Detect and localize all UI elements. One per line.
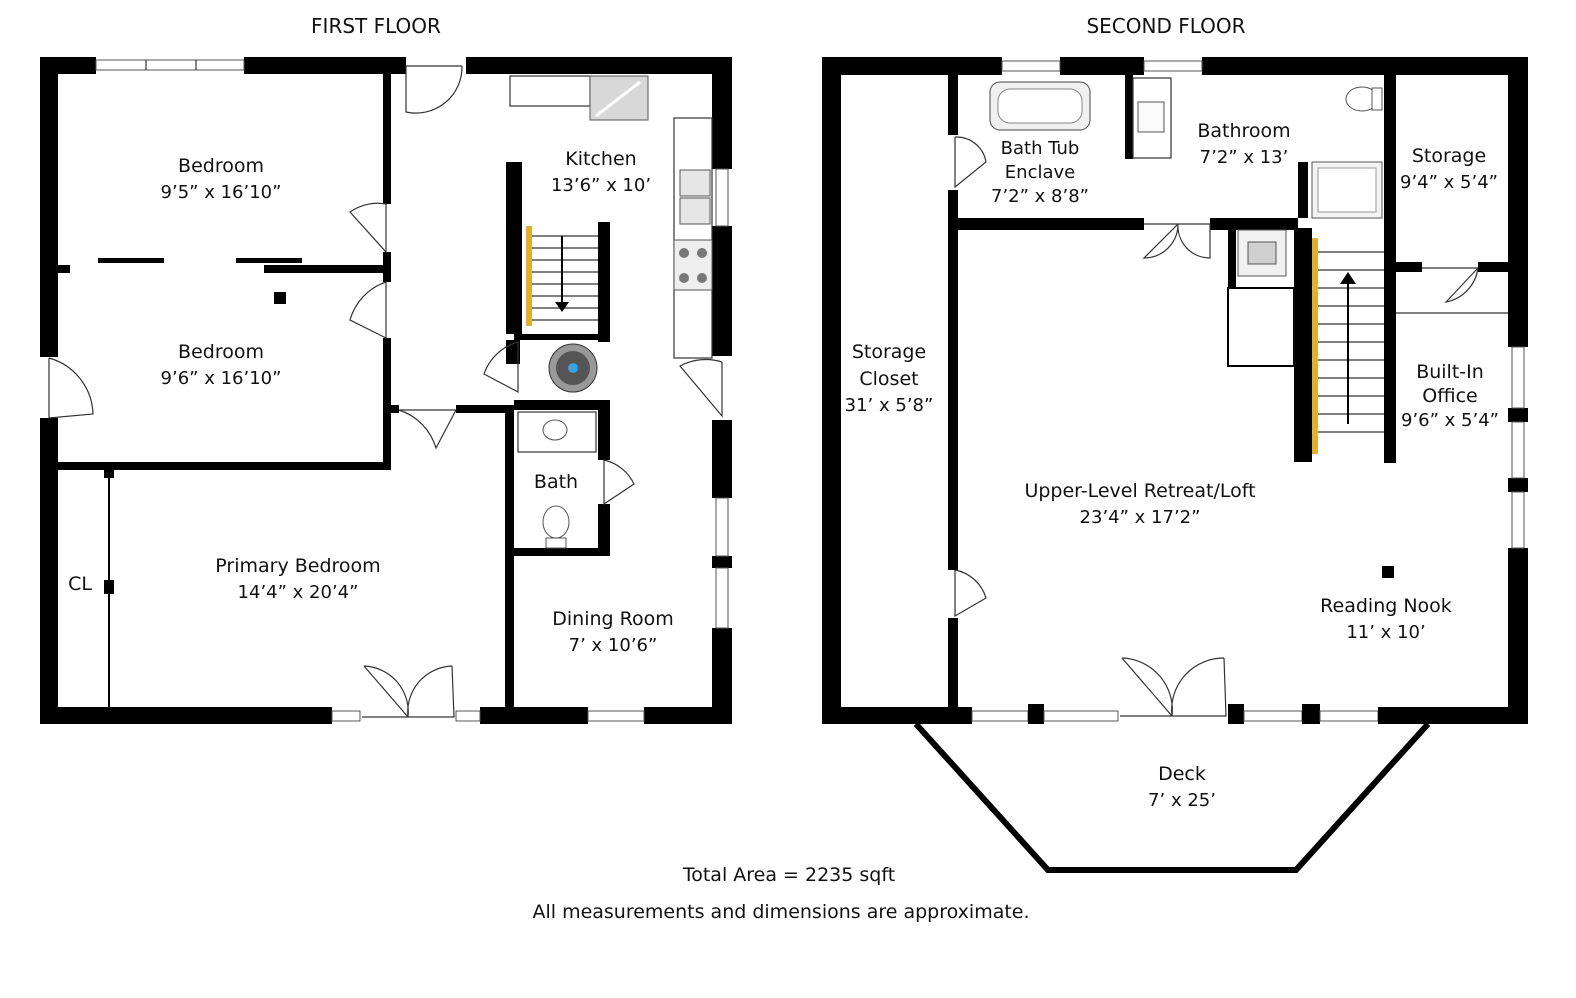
primary-bedroom-label: Primary Bedroom	[215, 555, 380, 577]
deck-label: Deck	[1158, 763, 1206, 785]
first-floor-staircase	[526, 226, 598, 326]
built-in-office-label-line2: Office	[1422, 385, 1477, 407]
reading-nook-label: Reading Nook	[1320, 595, 1452, 617]
bath-tub-enclave-label-line2: Enclave	[1005, 162, 1075, 183]
dining-room-label: Dining Room	[552, 608, 673, 630]
loft-label: Upper-Level Retreat/Loft	[1024, 480, 1255, 502]
bathroom-dimensions: 7’2” x 13’	[1200, 147, 1289, 168]
loft-dimensions: 23’4” x 17’2”	[1080, 507, 1201, 528]
dining-room-dimensions: 7’ x 10’6”	[569, 635, 658, 656]
storage-closet-label-line2: Closet	[859, 368, 918, 390]
kitchen-dimensions: 13’6” x 10’	[551, 175, 651, 196]
built-in-office-label-line1: Built-In	[1416, 361, 1484, 383]
second-floor-plan	[822, 57, 1528, 873]
second-floor-heading: SECOND FLOOR	[1086, 14, 1245, 38]
reading-nook-dimensions: 11’ x 10’	[1346, 622, 1425, 643]
second-floor-staircase	[1312, 238, 1384, 454]
measurement-disclaimer: All measurements and dimensions are appr…	[532, 901, 1029, 923]
deck-dimensions: 7’ x 25’	[1148, 790, 1216, 811]
storage-closet-label-line1: Storage	[852, 341, 926, 363]
storage-dimensions: 9’4” x 5’4”	[1400, 172, 1498, 193]
storage-closet-dimensions: 31’ x 5’8”	[845, 395, 934, 416]
closet-label: CL	[68, 573, 92, 595]
bath-tub-enclave-label-line1: Bath Tub	[1001, 138, 1080, 159]
bedroom-1-dimensions: 9’5” x 16’10”	[161, 182, 282, 203]
bath-tub-enclave-dimensions: 7’2” x 8’8”	[991, 186, 1089, 207]
primary-bedroom-dimensions: 14’4” x 20’4”	[238, 582, 359, 603]
built-in-office-dimensions: 9’6” x 5’4”	[1401, 410, 1499, 431]
storage-label: Storage	[1412, 145, 1486, 167]
total-area: Total Area = 2235 sqft	[682, 864, 895, 886]
first-floor-heading: FIRST FLOOR	[311, 14, 441, 38]
kitchen-label: Kitchen	[565, 148, 636, 170]
bedroom-2-dimensions: 9’6” x 16’10”	[161, 368, 282, 389]
bathroom-label: Bathroom	[1197, 120, 1290, 142]
bath-label: Bath	[534, 471, 578, 493]
first-floor-plan	[40, 57, 732, 724]
bedroom-1-label: Bedroom	[178, 155, 264, 177]
bedroom-2-label: Bedroom	[178, 341, 264, 363]
